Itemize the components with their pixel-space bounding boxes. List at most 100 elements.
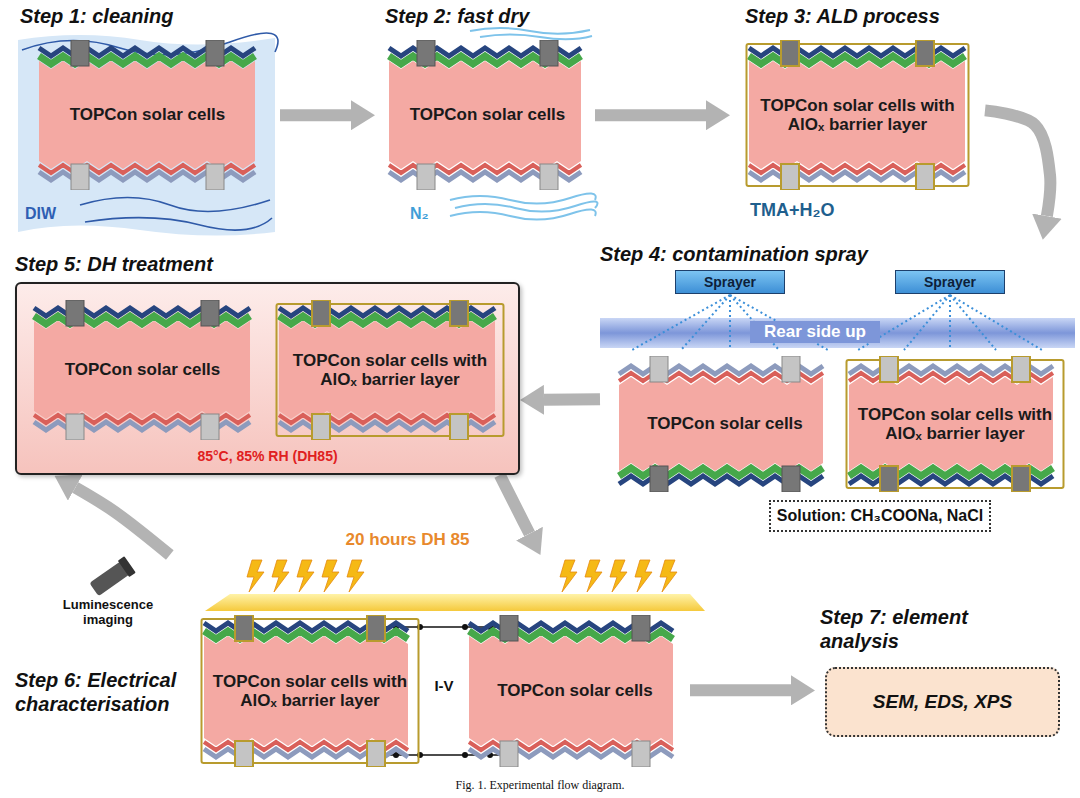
spray-jets: [950, 295, 1042, 350]
rear-contact: [540, 164, 558, 190]
rear-contact: [500, 741, 518, 767]
cell-illustration: [202, 615, 419, 767]
rear-contact: [71, 164, 89, 190]
flow-arrow: [595, 109, 706, 121]
step-panel: Step 5: DH treatment85°C, 85% RH (DH85)T…: [15, 250, 520, 475]
step-region: Step 6: Electrical characterisation TOPCo…: [10, 555, 690, 773]
step-heading: Step 5: DH treatment: [15, 252, 345, 276]
rear-contact: [632, 741, 650, 767]
cell-label-area: TOPCon solar cells: [475, 645, 675, 737]
sprayer-label: Sprayer: [704, 274, 756, 290]
light-bar: [205, 594, 705, 611]
solar-cell: TOPCon solar cells: [465, 615, 685, 767]
rear-contact: [450, 414, 468, 440]
front-contact: [782, 466, 800, 492]
rear-contact: [781, 164, 799, 190]
front-contact: [916, 40, 934, 66]
light-bolt: [610, 560, 627, 592]
silicon-wafer: [469, 636, 673, 746]
sprayer-label: Sprayer: [924, 274, 976, 290]
gas-wave: [455, 201, 598, 211]
front-contact: [540, 40, 558, 66]
alox-barrier: [277, 304, 504, 436]
gas-wave: [450, 209, 596, 219]
front-contact: [66, 300, 84, 326]
silicon-wafer: [389, 61, 581, 169]
cell-label-area: TOPCon solar cells with AlOₓ barrier lay…: [755, 70, 960, 160]
silicon-wafer: [34, 321, 250, 419]
water-wave: [80, 198, 270, 212]
rear-contact: [650, 356, 668, 382]
spray-jets: [949, 295, 951, 350]
cell-illustration: [747, 40, 969, 190]
precursor-label: TMA+H₂O: [750, 200, 880, 221]
rear-contact: [235, 741, 253, 767]
light-bolt: [247, 560, 264, 592]
solar-cell: TOPCon solar cells: [30, 300, 255, 440]
solar-cell: TOPCon solar cells with AlOₓ barrier lay…: [275, 300, 505, 440]
spray-jets: [632, 295, 730, 350]
annotation: Luminescence imaging: [48, 598, 168, 628]
front-contact: [417, 40, 435, 66]
light-bolt: [272, 560, 289, 592]
cell-label: TOPCon solar cells with AlOₓ barrier lay…: [855, 405, 1055, 443]
rear-contact: [1012, 356, 1030, 382]
step-heading: Step 4: contamination spray: [600, 242, 930, 266]
step-heading: Step 6: Electrical characterisation: [15, 668, 200, 716]
front-contact: [632, 615, 650, 641]
water-bath: [18, 35, 275, 236]
step-heading: Step 1: cleaning: [20, 4, 270, 28]
rear-contact: [201, 414, 219, 440]
rear-contact: [880, 356, 898, 382]
cell-label-area: TOPCon solar cells with AlOₓ barrier lay…: [285, 330, 495, 410]
gas-wave: [480, 35, 592, 40]
wire-dots: [462, 752, 468, 758]
cell-label: TOPCon solar cells with AlOₓ barrier lay…: [210, 672, 410, 710]
cell-label-area: TOPCon solar cells with AlOₓ barrier lay…: [855, 386, 1055, 462]
cell-label: TOPCon solar cells: [647, 414, 803, 433]
light-source: [205, 560, 705, 611]
spray-jets: [681, 295, 730, 350]
spray-zone: [600, 295, 1075, 350]
solar-cell: TOPCon solar cells: [35, 40, 260, 190]
solution-label: Solution: CH₃COONa, NaCl: [777, 507, 984, 525]
rear-contact: [206, 164, 224, 190]
cell-illustration: [277, 300, 504, 440]
front-contact: [1012, 466, 1030, 492]
flow-arrow: [544, 393, 600, 406]
step-heading: Step 2: fast dry: [385, 4, 590, 28]
cell-label-area: TOPCon solar cells: [45, 70, 250, 160]
light-bolt: [297, 560, 314, 592]
step-panel: Step 1: cleaningDIWTOPCon solar cells: [15, 0, 280, 240]
flow-arrow: [690, 684, 791, 696]
light-bolt: [347, 560, 364, 592]
alox-barrier: [747, 44, 969, 186]
solar-cell: TOPCon solar cells with AlOₓ barrier lay…: [845, 356, 1065, 492]
figure-caption: Fig. 1. Experimental flow diagram.: [0, 778, 1080, 793]
spray-jets: [950, 295, 996, 350]
cell-label: TOPCon solar cells: [65, 360, 221, 379]
silicon-wafer: [749, 61, 965, 169]
silicon-wafer: [39, 61, 255, 169]
silicon-wafer: [279, 321, 495, 419]
sprayer-box: Sprayer: [675, 270, 785, 294]
gas-wave: [470, 28, 590, 34]
front-contact: [880, 466, 898, 492]
cell-label: TOPCon solar cells with AlOₓ barrier lay…: [755, 96, 960, 134]
front-contact: [781, 40, 799, 66]
cell-illustration: [389, 40, 581, 190]
front-contact: [201, 300, 219, 326]
rear-contact: [916, 164, 934, 190]
water-bath: [18, 33, 278, 236]
silicon-wafer: [619, 377, 823, 471]
step-panel: Step 3: ALD processTMA+H₂OTOPCon solar c…: [730, 0, 985, 240]
water-wave: [85, 218, 272, 230]
orientation-label: Rear side up: [750, 321, 880, 343]
light-bolt: [560, 560, 577, 592]
spray-jets: [729, 295, 731, 350]
rear-contact: [417, 164, 435, 190]
spray-jets: [904, 295, 950, 350]
flow-arrow: [280, 109, 351, 121]
